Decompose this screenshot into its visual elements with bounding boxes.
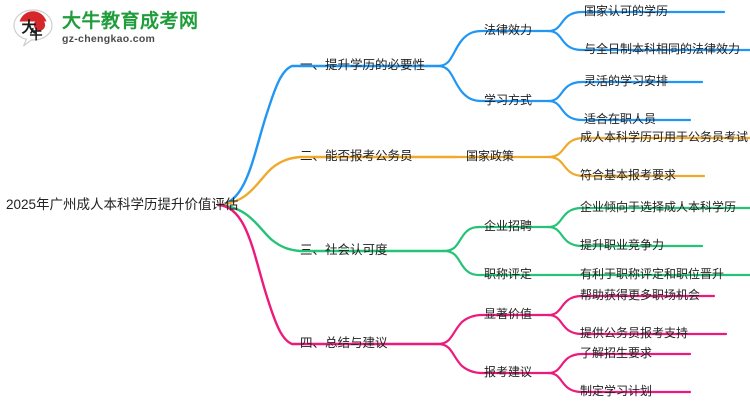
branch-node-1[interactable]: 一、提升学历的必要性 bbox=[300, 58, 426, 72]
sub-node-1-2[interactable]: 学习方式 bbox=[484, 93, 533, 107]
leaf-node-3-2-1[interactable]: 有利于职称评定和职位晋升 bbox=[580, 267, 725, 281]
leaf-node-1-1-2[interactable]: 与全日制本科相同的法律效力 bbox=[584, 42, 741, 56]
logo-title: 大牛教育成考网 bbox=[62, 10, 199, 32]
b2-c1-to-l2 bbox=[546, 155, 706, 178]
b3-c1-to-l2 bbox=[546, 225, 704, 248]
leaf-node-2-1-2[interactable]: 符合基本报考要求 bbox=[580, 168, 677, 182]
leaf-node-3-1-1[interactable]: 企业倾向于选择成人本科学历 bbox=[580, 200, 737, 214]
trunk-branch-2 bbox=[216, 155, 458, 207]
b3-to-c2 bbox=[442, 249, 550, 277]
leaf-node-4-1-1[interactable]: 帮助获得更多职场机会 bbox=[580, 288, 701, 302]
leaf-node-1-2-2[interactable]: 适合在职人员 bbox=[584, 112, 657, 126]
b1-c2-to-l1 bbox=[546, 80, 704, 103]
sub-node-2-1[interactable]: 国家政策 bbox=[466, 149, 515, 163]
trunk-branch-4 bbox=[216, 203, 440, 346]
leaf-node-4-2-2[interactable]: 制定学习计划 bbox=[580, 384, 653, 398]
root-node[interactable]: 2025年广州成人本科学历提升价值评估 bbox=[6, 197, 239, 212]
b2-c1-to-l1 bbox=[546, 136, 750, 159]
b3-to-c1 bbox=[442, 225, 550, 253]
sub-node-4-2[interactable]: 报考建议 bbox=[484, 365, 533, 379]
leaf-node-3-1-2[interactable]: 提升职业竞争力 bbox=[580, 238, 665, 252]
b1-c2-to-l2 bbox=[546, 99, 692, 122]
leaf-node-4-2-1[interactable]: 了解招生要求 bbox=[580, 346, 653, 360]
svg-text:牛: 牛 bbox=[29, 27, 42, 42]
sub-node-3-2[interactable]: 职称评定 bbox=[484, 267, 533, 281]
sub-node-4-1[interactable]: 显著价值 bbox=[484, 307, 533, 321]
b3-c1-to-l1 bbox=[546, 206, 750, 229]
b4-c2-to-l1 bbox=[546, 352, 692, 375]
branch-node-2[interactable]: 二、能否报考公务员 bbox=[300, 149, 413, 163]
logo-wordmark: 大牛教育成考网 gz-chengkao.com bbox=[62, 12, 199, 45]
daniu-speech-bubble-logo: 大 牛 bbox=[12, 8, 56, 48]
b4-c2-to-l2 bbox=[546, 371, 692, 394]
b4-c1-to-l1 bbox=[546, 294, 716, 317]
b4-to-c1 bbox=[436, 313, 550, 346]
b4-to-c2 bbox=[436, 342, 550, 375]
branch-node-3[interactable]: 三、社会认可度 bbox=[300, 243, 388, 257]
leaf-node-1-2-1[interactable]: 灵活的学习安排 bbox=[584, 74, 669, 88]
b4-c1-to-l2 bbox=[546, 313, 728, 336]
b1-to-c1 bbox=[436, 29, 550, 68]
svg-text:大: 大 bbox=[21, 18, 36, 36]
leaf-node-2-1-1[interactable]: 成人本科学历可用于公务员考试 bbox=[580, 130, 749, 144]
branch-node-4[interactable]: 四、总结与建议 bbox=[300, 336, 388, 350]
trunk-branch-3 bbox=[216, 203, 446, 253]
b1-c1-to-l2 bbox=[546, 29, 750, 52]
sub-node-1-1[interactable]: 法律效力 bbox=[484, 23, 533, 37]
logo-domain: gz-chengkao.com bbox=[62, 32, 156, 45]
b1-to-c2 bbox=[436, 64, 550, 103]
leaf-node-4-1-2[interactable]: 提供公务员报考支持 bbox=[580, 326, 689, 340]
sub-node-3-1[interactable]: 企业招聘 bbox=[484, 219, 533, 233]
site-logo: 大 牛 大牛教育成考网 gz-chengkao.com bbox=[12, 8, 199, 48]
leaf-node-1-1-1[interactable]: 国家认可的学历 bbox=[584, 4, 669, 18]
b1-c1-to-l1 bbox=[546, 10, 726, 33]
logo-icon: 大 牛 bbox=[13, 9, 53, 47]
trunk-branch-1-curve bbox=[216, 64, 440, 207]
